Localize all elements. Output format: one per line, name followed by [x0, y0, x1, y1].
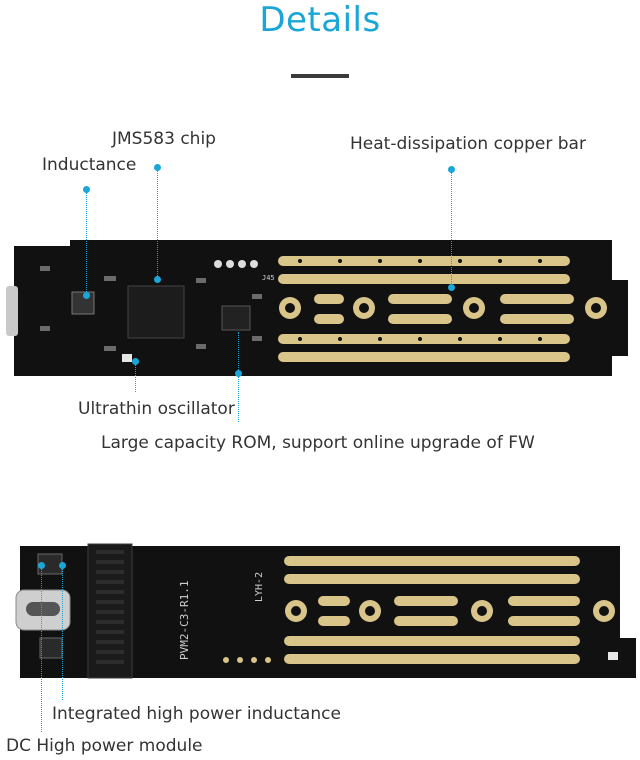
callout-rom: Large capacity ROM, support online upgra…	[101, 433, 535, 453]
test-pads	[223, 657, 271, 663]
pcb-top-photo: J45	[6, 240, 628, 376]
pcb-top-usb-port	[6, 286, 18, 336]
leader-integrated-inductance	[62, 566, 63, 700]
leader-inductance	[86, 190, 87, 294]
leader-dot-heat-bar	[448, 166, 455, 173]
callout-power-module: DC High power module	[6, 736, 203, 756]
led-part	[608, 652, 618, 660]
leader-dot-rom	[235, 370, 242, 377]
leader-dot-heat-bar-end	[448, 284, 455, 291]
leader-dot-integrated-inductance	[59, 562, 66, 569]
copper-bar-holes	[298, 259, 542, 341]
leader-power-module	[41, 566, 42, 732]
callout-heat-bar: Heat-dissipation copper bar	[350, 134, 586, 154]
silkscreen-j45: J45	[262, 274, 275, 282]
leader-oscillator	[135, 360, 136, 392]
leader-rom	[238, 332, 239, 422]
leader-dot-oscillator	[132, 358, 139, 365]
heat-dissipation-copper-bars	[278, 256, 607, 362]
inductor-part-bottom	[39, 637, 63, 659]
page-title: Details	[259, 0, 381, 40]
smd-components	[40, 266, 262, 362]
leader-dot-inductance	[83, 186, 90, 193]
callout-jms583-chip: JMS583 chip	[112, 129, 216, 149]
header-pads	[214, 260, 258, 268]
rom-chip-package	[221, 305, 251, 331]
silkscreen-lyh: LYH-2	[254, 572, 265, 602]
silkscreen-pvm2: PVM2-C3-R1.1	[178, 581, 191, 660]
pcb-bottom-photo: PVM2-C3-R1.1 LYH-2	[15, 543, 636, 679]
jms583-chip-package	[127, 285, 185, 339]
leader-dot-power-module	[38, 562, 45, 569]
heat-dissipation-copper-bars-bottom	[284, 556, 615, 664]
leader-jms583	[157, 168, 158, 278]
callout-oscillator: Ultrathin oscillator	[78, 399, 235, 419]
title-underline	[291, 74, 349, 78]
callout-integrated-inductance: Integrated high power inductance	[52, 704, 341, 724]
callout-inductance: Inductance	[42, 155, 137, 175]
leader-dot-inductance-end	[83, 292, 90, 299]
leader-heat-bar	[451, 170, 452, 286]
leader-dot-jms583-end	[154, 276, 161, 283]
leader-dot-jms583	[154, 164, 161, 171]
